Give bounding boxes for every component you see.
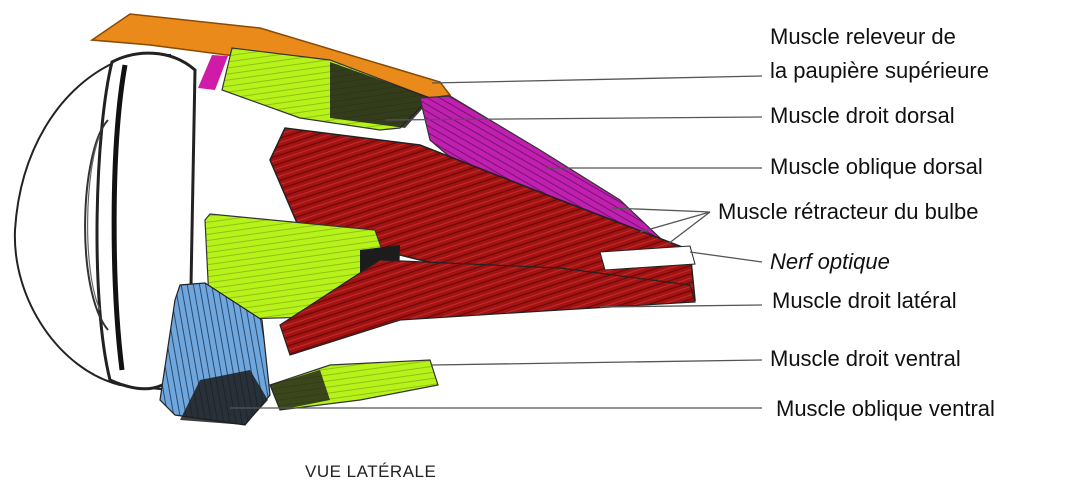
label-ventral-rectus: Muscle droit ventral	[770, 346, 961, 372]
eyeball	[15, 53, 195, 390]
label-ventral-oblique: Muscle oblique ventral	[776, 396, 995, 422]
label-dorsal-rectus: Muscle droit dorsal	[770, 103, 955, 129]
label-lateral-rectus: Muscle droit latéral	[772, 288, 957, 314]
caption-view: VUE LATÉRALE	[305, 462, 436, 482]
label-levator-line2: la paupière supérieure	[770, 58, 989, 84]
label-levator-line1: Muscle releveur de	[770, 24, 956, 50]
label-retractor-bulbi: Muscle rétracteur du bulbe	[718, 199, 978, 225]
label-optic-nerve: Nerf optique	[770, 249, 890, 275]
label-dorsal-oblique: Muscle oblique dorsal	[770, 154, 983, 180]
